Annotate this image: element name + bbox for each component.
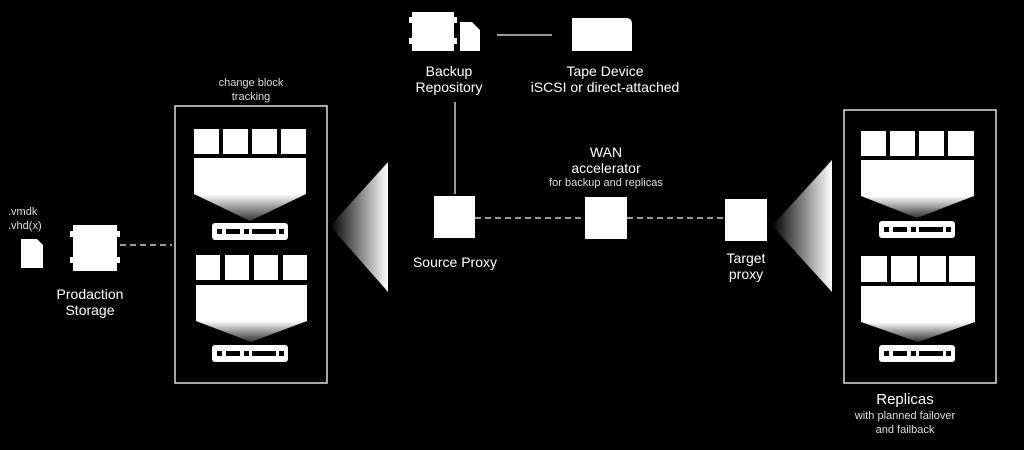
- target-proxy-beam: [772, 160, 832, 292]
- repository-line2: Repository: [415, 79, 483, 95]
- target-proxy-box: [725, 199, 767, 241]
- replica-host-frame: [843, 109, 997, 384]
- server-icon-top: [212, 223, 288, 240]
- production-storage-line2: Storage: [65, 302, 115, 318]
- target-proxy-label: Target proxy: [706, 250, 786, 282]
- replicas-subtitle-line1: with planned failover: [854, 410, 956, 422]
- server-icon-bottom: [212, 345, 288, 362]
- replica-cluster-top: [861, 131, 974, 218]
- file-icon: [21, 239, 43, 268]
- change-block-tracking-label: change block tracking: [196, 76, 306, 104]
- tape-device-title: Tape Device: [566, 63, 644, 79]
- file-type-vhdx: .vhd(x): [8, 220, 42, 232]
- target-proxy-line1: Target: [726, 250, 766, 266]
- replica-cluster-bottom: [861, 256, 975, 342]
- replicas-subtitle-line2: and failback: [875, 424, 935, 436]
- vm-cluster-bottom: [196, 255, 307, 342]
- target-proxy-line2: proxy: [728, 266, 764, 282]
- wan-line2: accelerator: [571, 160, 641, 176]
- replica-server-icon-top: [879, 221, 955, 238]
- backup-repository-icon: [409, 12, 480, 51]
- replicas-title: Replicas: [876, 391, 934, 408]
- source-proxy-box: [434, 196, 475, 238]
- wan-accelerator-box: [585, 197, 627, 239]
- wan-line1: WAN: [589, 144, 623, 160]
- cbt-line2: tracking: [231, 91, 271, 103]
- source-proxy-beam: [330, 162, 388, 292]
- cbt-line1: change block: [218, 77, 284, 89]
- wan-accelerator-label: WAN accelerator for backup and replicas: [516, 144, 696, 190]
- vm-cluster-top: [194, 129, 306, 221]
- repository-line1: Backup: [425, 63, 473, 79]
- production-storage-line1: Prodaction: [56, 286, 124, 302]
- tape-device-label: Tape Device iSCSI or direct-attached: [524, 63, 686, 95]
- replicas-label: Replicas with planned failover and failb…: [830, 391, 980, 437]
- file-types-label: .vmdk .vhd(x): [8, 205, 42, 233]
- production-storage-icon: [70, 225, 120, 271]
- source-host-frame: [174, 105, 328, 384]
- production-storage-label: Prodaction Storage: [40, 286, 140, 318]
- replica-server-icon-bottom: [879, 345, 955, 362]
- wan-subtitle: for backup and replicas: [549, 177, 663, 189]
- tape-device-icon: [572, 18, 632, 51]
- tape-device-subtitle: iSCSI or direct-attached: [530, 79, 680, 95]
- source-proxy-label: Source Proxy: [412, 254, 498, 270]
- backup-repository-label: Backup Repository: [394, 63, 504, 95]
- file-type-vmdk: .vmdk: [8, 206, 38, 218]
